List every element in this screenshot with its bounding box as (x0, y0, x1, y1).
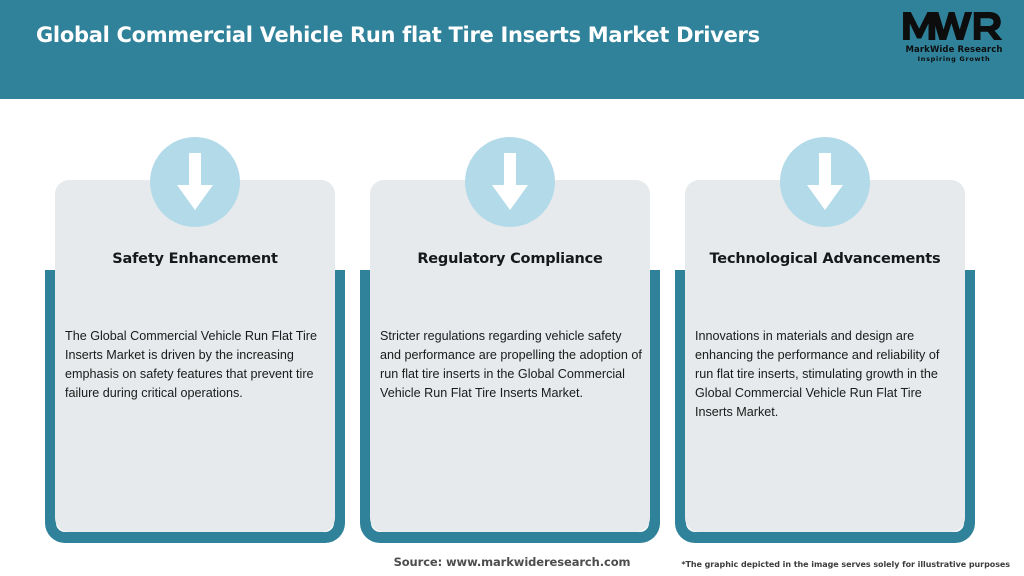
page-title: Global Commercial Vehicle Run flat Tire … (36, 23, 760, 47)
logo-company-name: MarkWide Research (905, 45, 1003, 55)
down-arrow-icon (465, 137, 555, 227)
source-note: Source: www.markwideresearch.com (393, 555, 631, 569)
card-title: Safety Enhancement (112, 251, 278, 267)
cards-container: Safety Enhancement The Global Commercial… (0, 99, 1024, 543)
driver-card-1[interactable]: Safety Enhancement The Global Commercial… (45, 99, 345, 543)
card-body: Stricter regulations regarding vehicle s… (380, 329, 642, 400)
driver-card-3[interactable]: Technological Advancements Innovations i… (675, 99, 975, 543)
down-arrow-icon (780, 137, 870, 227)
card-panel (685, 180, 965, 532)
header-bar (0, 0, 1024, 99)
card-title: Regulatory Compliance (417, 251, 603, 267)
card-panel (55, 180, 335, 532)
card-backing-accent (675, 270, 975, 543)
card-backing-accent (360, 270, 660, 543)
card-panel (370, 180, 650, 532)
logo-tagline: Inspiring Growth (917, 55, 991, 63)
driver-card-2[interactable]: Regulatory Compliance Stricter regulatio… (360, 99, 660, 543)
logo: MarkWide Research Inspiring Growth (902, 8, 1006, 68)
card-body: The Global Commercial Vehicle Run Flat T… (65, 329, 317, 400)
card-backing-accent (45, 270, 345, 543)
card-body: Innovations in materials and design are … (695, 329, 940, 419)
down-arrow-icon (150, 137, 240, 227)
mwr-logo-icon (903, 11, 1003, 41)
disclaimer-note: *The graphic depicted in the image serve… (681, 560, 1010, 569)
card-title: Technological Advancements (709, 251, 941, 267)
